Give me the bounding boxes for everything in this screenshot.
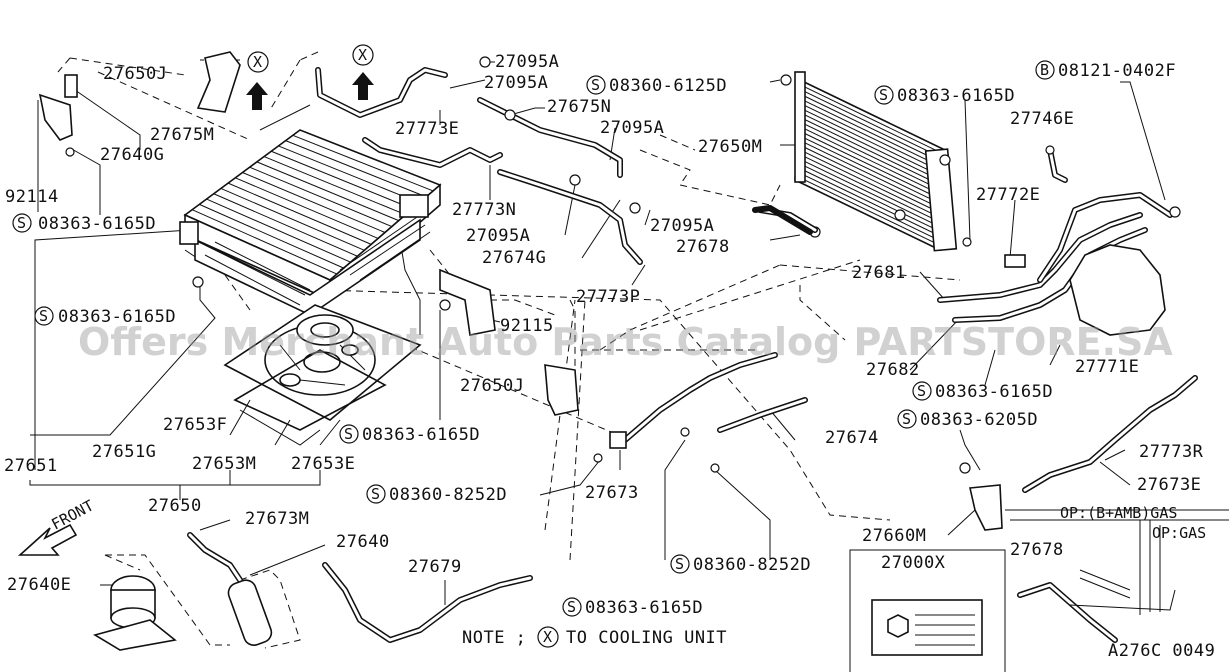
bolt-symbol: B xyxy=(1035,60,1055,80)
label-27771e[interactable]: 27771E xyxy=(1075,357,1139,377)
label-27650[interactable]: 27650 xyxy=(148,496,202,516)
label-27095a-b[interactable]: 27095A xyxy=(484,73,548,93)
inset-option-line1: OP:(B+AMB)GAS xyxy=(1060,504,1177,522)
label-27674[interactable]: 27674 xyxy=(825,428,879,448)
label-08360-8252d-b[interactable]: 08360-8252D xyxy=(693,555,811,575)
label-27675n[interactable]: 27675N xyxy=(547,97,611,117)
svg-text:S: S xyxy=(17,214,26,232)
front-arrow xyxy=(17,523,78,556)
label-08363-6165d-d[interactable]: 08363-6165D xyxy=(935,382,1053,402)
label-inset-27678[interactable]: 27678 xyxy=(1010,540,1064,560)
diagram-code: A276C 0049 xyxy=(1108,641,1215,661)
screw-symbol: S xyxy=(670,554,690,574)
screw-symbol: S xyxy=(562,597,582,617)
label-92114[interactable]: 92114 xyxy=(5,187,59,207)
small-parts xyxy=(38,51,1181,651)
label-27673e[interactable]: 27673E xyxy=(1137,475,1201,495)
label-27650m[interactable]: 27650M xyxy=(698,137,762,157)
label-27773n[interactable]: 27773N xyxy=(452,200,516,220)
screw-symbol: S xyxy=(339,424,359,444)
label-27095a-a[interactable]: 27095A xyxy=(495,52,559,72)
label-27679[interactable]: 27679 xyxy=(408,557,462,577)
label-27746e[interactable]: 27746E xyxy=(1010,109,1074,129)
note-prefix: NOTE ; xyxy=(462,628,526,648)
label-27650j-mid[interactable]: 27650J xyxy=(460,376,524,396)
label-27095a-c[interactable]: 27095A xyxy=(600,118,664,138)
label-27773p[interactable]: 27773P xyxy=(576,287,640,307)
label-27640[interactable]: 27640 xyxy=(336,532,390,552)
watermark: Offers Merchant Auto Parts Catalog PARTS… xyxy=(78,320,1173,364)
cooling-unit-mark: X xyxy=(247,51,269,73)
fan-assembly xyxy=(223,304,422,446)
label-27772e[interactable]: 27772E xyxy=(976,185,1040,205)
svg-text:X: X xyxy=(358,46,367,64)
label-27095a-d[interactable]: 27095A xyxy=(466,226,530,246)
label-92115[interactable]: 92115 xyxy=(500,316,554,336)
svg-text:S: S xyxy=(917,382,926,400)
leader-lines xyxy=(29,51,1166,649)
svg-text:S: S xyxy=(902,410,911,428)
label-08363-6165d-b[interactable]: 08363-6165D xyxy=(897,86,1015,106)
label-27000x[interactable]: 27000X xyxy=(881,553,946,573)
label-27640g[interactable]: 27640G xyxy=(100,145,164,165)
svg-text:S: S xyxy=(675,555,684,573)
label-08360-8252d-a[interactable]: 08360-8252D xyxy=(389,485,507,505)
label-27681[interactable]: 27681 xyxy=(852,263,906,283)
label-27773r[interactable]: 27773R xyxy=(1139,442,1204,462)
label-27673[interactable]: 27673 xyxy=(585,483,639,503)
screw-symbol: S xyxy=(366,484,386,504)
screw-symbol: S xyxy=(12,213,32,233)
label-27674g[interactable]: 27674G xyxy=(482,248,546,268)
label-27651g[interactable]: 27651G xyxy=(92,442,156,462)
screw-symbol: S xyxy=(897,409,917,429)
label-27675m[interactable]: 27675M xyxy=(150,125,214,145)
note-symbol: X xyxy=(537,626,559,648)
option-inset xyxy=(1005,509,1229,615)
inset-option-line2: OP:GAS xyxy=(1152,524,1206,542)
label-27773e[interactable]: 27773E xyxy=(395,119,459,139)
label-08363-6165d-e[interactable]: 08363-6165D xyxy=(362,425,480,445)
part-labels: 27650J 27640G 92114 S 08363-6165D 27675M… xyxy=(4,44,1215,661)
screw-symbol: S xyxy=(586,75,606,95)
label-27651[interactable]: 27651 xyxy=(4,456,58,476)
evaporator-unit xyxy=(179,129,442,316)
note-text: TO COOLING UNIT xyxy=(566,628,727,648)
cooling-unit-mark: X xyxy=(352,44,374,66)
svg-text:X: X xyxy=(543,628,552,646)
label-27650j-top[interactable]: 27650J xyxy=(103,64,167,84)
refrigerant-pipes xyxy=(187,67,1198,643)
label-27673m[interactable]: 27673M xyxy=(245,509,309,529)
label-27653e[interactable]: 27653E xyxy=(291,454,355,474)
label-27653m[interactable]: 27653M xyxy=(192,454,256,474)
label-08121-0402f[interactable]: 08121-0402F xyxy=(1058,61,1176,81)
svg-text:S: S xyxy=(344,425,353,443)
label-27660m[interactable]: 27660M xyxy=(862,526,926,546)
label-27682[interactable]: 27682 xyxy=(866,360,920,380)
svg-text:S: S xyxy=(371,485,380,503)
label-box-27000x xyxy=(849,549,1006,672)
label-27640e[interactable]: 27640E xyxy=(7,575,71,595)
label-27678[interactable]: 27678 xyxy=(676,237,730,257)
label-08363-6165d-f[interactable]: 08363-6165D xyxy=(585,598,703,618)
label-08360-6125d[interactable]: 08360-6125D xyxy=(609,76,727,96)
label-08363-6165d-a[interactable]: 08363-6165D xyxy=(38,214,156,234)
label-08363-6165d-c[interactable]: 08363-6165D xyxy=(58,307,176,327)
svg-text:S: S xyxy=(879,86,888,104)
svg-text:B: B xyxy=(1040,61,1049,79)
screw-symbol: S xyxy=(874,85,894,105)
svg-text:S: S xyxy=(591,76,600,94)
screw-symbol: S xyxy=(34,306,54,326)
label-27653f[interactable]: 27653F xyxy=(163,415,227,435)
svg-text:S: S xyxy=(39,307,48,325)
svg-text:S: S xyxy=(567,598,576,616)
screw-symbol: S xyxy=(912,381,932,401)
label-27095a-e[interactable]: 27095A xyxy=(650,216,714,236)
label-08363-6205d[interactable]: 08363-6205D xyxy=(920,410,1038,430)
svg-text:X: X xyxy=(253,53,262,71)
